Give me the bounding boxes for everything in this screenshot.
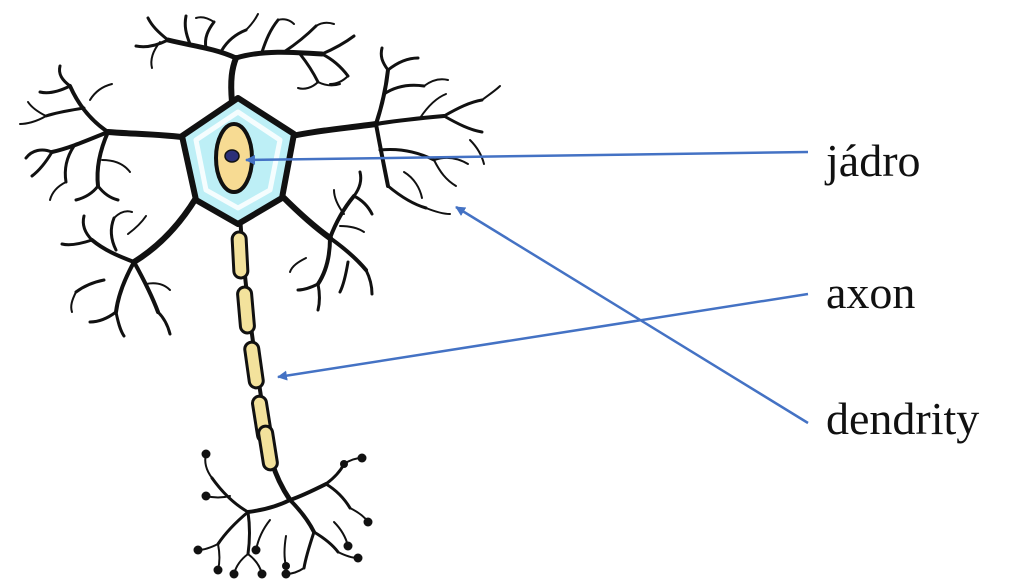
neuron-illustration bbox=[20, 14, 500, 579]
dendrite-bottom-left bbox=[62, 198, 196, 336]
dendrite-left bbox=[20, 66, 190, 200]
arrow-nucleus bbox=[246, 152, 808, 160]
axon-terminals bbox=[198, 454, 368, 574]
dendrite-top bbox=[136, 14, 354, 102]
nucleolus bbox=[225, 150, 239, 162]
label-dendrites: dendrity bbox=[826, 396, 979, 442]
myelin-sheath bbox=[232, 232, 279, 471]
arrow-dendrites bbox=[456, 207, 808, 423]
axon bbox=[232, 214, 279, 471]
dendrite-right bbox=[292, 48, 500, 214]
label-nucleus: jádro bbox=[826, 138, 921, 184]
annotation-arrows bbox=[246, 152, 808, 423]
cell-body bbox=[182, 98, 294, 224]
label-axon: axon bbox=[826, 270, 915, 316]
dendrite-bottom-right bbox=[282, 172, 372, 310]
arrow-axon bbox=[278, 294, 808, 377]
